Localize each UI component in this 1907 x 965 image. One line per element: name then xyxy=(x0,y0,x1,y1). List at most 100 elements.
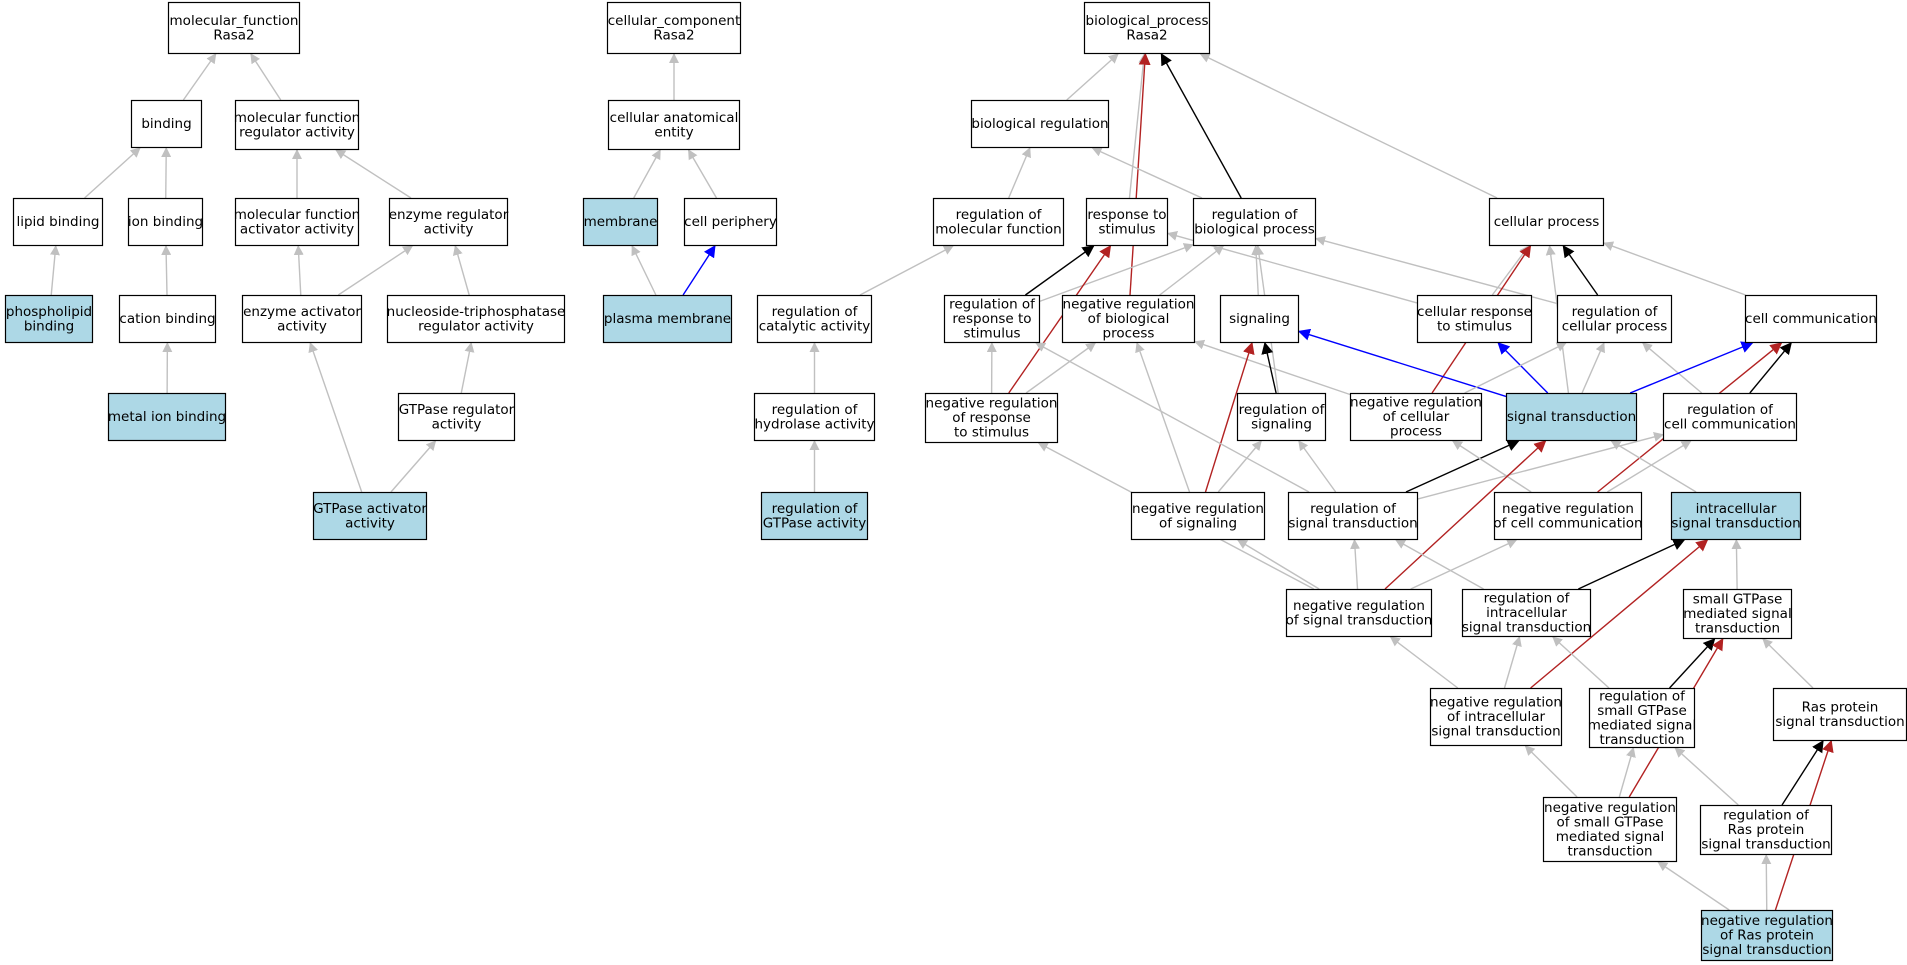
node-label: signal transduction xyxy=(1701,837,1830,853)
node-box xyxy=(924,392,1059,444)
node-box xyxy=(1505,392,1638,442)
node-label: of signaling xyxy=(1159,515,1237,531)
node-label: signal transduction xyxy=(1775,714,1904,730)
node-box xyxy=(1287,491,1419,541)
node-label: of signal transduction xyxy=(1286,612,1433,628)
node-box xyxy=(1700,909,1834,962)
node-label: negative regulation xyxy=(1063,297,1195,313)
node-label: stimulus xyxy=(1098,221,1155,237)
node-box xyxy=(683,197,778,247)
go-term-node[interactable]: plasma membrane xyxy=(602,294,733,344)
edge-is-a xyxy=(1194,339,1351,396)
go-term-node[interactable]: cell periphery xyxy=(683,197,778,247)
go-term-node[interactable]: cellular process xyxy=(1488,197,1605,247)
go-term-node[interactable]: ion binding xyxy=(127,197,204,247)
node-label: biological regulation xyxy=(971,116,1108,132)
go-term-node[interactable]: signal transduction xyxy=(1505,392,1638,442)
go-term-node[interactable]: signaling xyxy=(1219,294,1300,344)
go-term-node[interactable]: lipid binding xyxy=(12,197,104,247)
node-box xyxy=(943,294,1041,344)
edge-is-a xyxy=(460,342,475,394)
node-box xyxy=(1416,294,1533,344)
node-box xyxy=(1542,796,1678,863)
go-term-node[interactable]: metal ion binding xyxy=(108,392,226,442)
node-label: membrane xyxy=(584,214,658,230)
node-label: transduction xyxy=(1695,621,1780,637)
edge-is-a xyxy=(49,245,60,296)
node-label: intracellular xyxy=(1486,605,1567,621)
node-label: activator activity xyxy=(240,221,354,237)
edge-layer xyxy=(49,52,1834,911)
edge-is-a xyxy=(1217,440,1262,493)
node-label: molecular function xyxy=(935,221,1061,237)
node-box xyxy=(932,197,1065,247)
go-term-node[interactable]: cation binding xyxy=(118,294,217,344)
go-term-node[interactable]: membrane xyxy=(582,197,659,247)
edge-is-a xyxy=(1199,53,1498,199)
node-label: regulation of xyxy=(1572,304,1659,320)
node-label: regulation of xyxy=(1599,688,1686,704)
node-label: catalytic activity xyxy=(759,318,871,334)
node-label: signal transduction xyxy=(1462,620,1591,636)
edge-is-a xyxy=(161,245,172,296)
node-label: Ras protein xyxy=(1728,822,1805,838)
go-term-node[interactable]: cell communication xyxy=(1744,294,1878,344)
edge-is-a xyxy=(1762,638,1814,689)
edge-regulates xyxy=(1629,341,1754,394)
edge-is-a xyxy=(1091,147,1203,199)
edge-part-of xyxy=(1749,342,1792,394)
edge-negatively-regulates xyxy=(1384,440,1547,590)
node-label: signal transduction xyxy=(1431,724,1560,740)
edge-is-a xyxy=(1642,342,1703,394)
node-label: cell periphery xyxy=(684,214,777,230)
edge-part-of xyxy=(1024,245,1095,296)
go-term-node[interactable]: biological regulation xyxy=(970,99,1110,149)
go-term-node[interactable]: binding xyxy=(130,99,203,149)
node-box xyxy=(388,197,509,247)
edge-is-a xyxy=(1135,342,1191,493)
node-label: activity xyxy=(432,416,482,432)
edge-is-a xyxy=(631,245,657,296)
node-box xyxy=(167,1,301,55)
node-label: signal transduction xyxy=(1702,942,1831,958)
